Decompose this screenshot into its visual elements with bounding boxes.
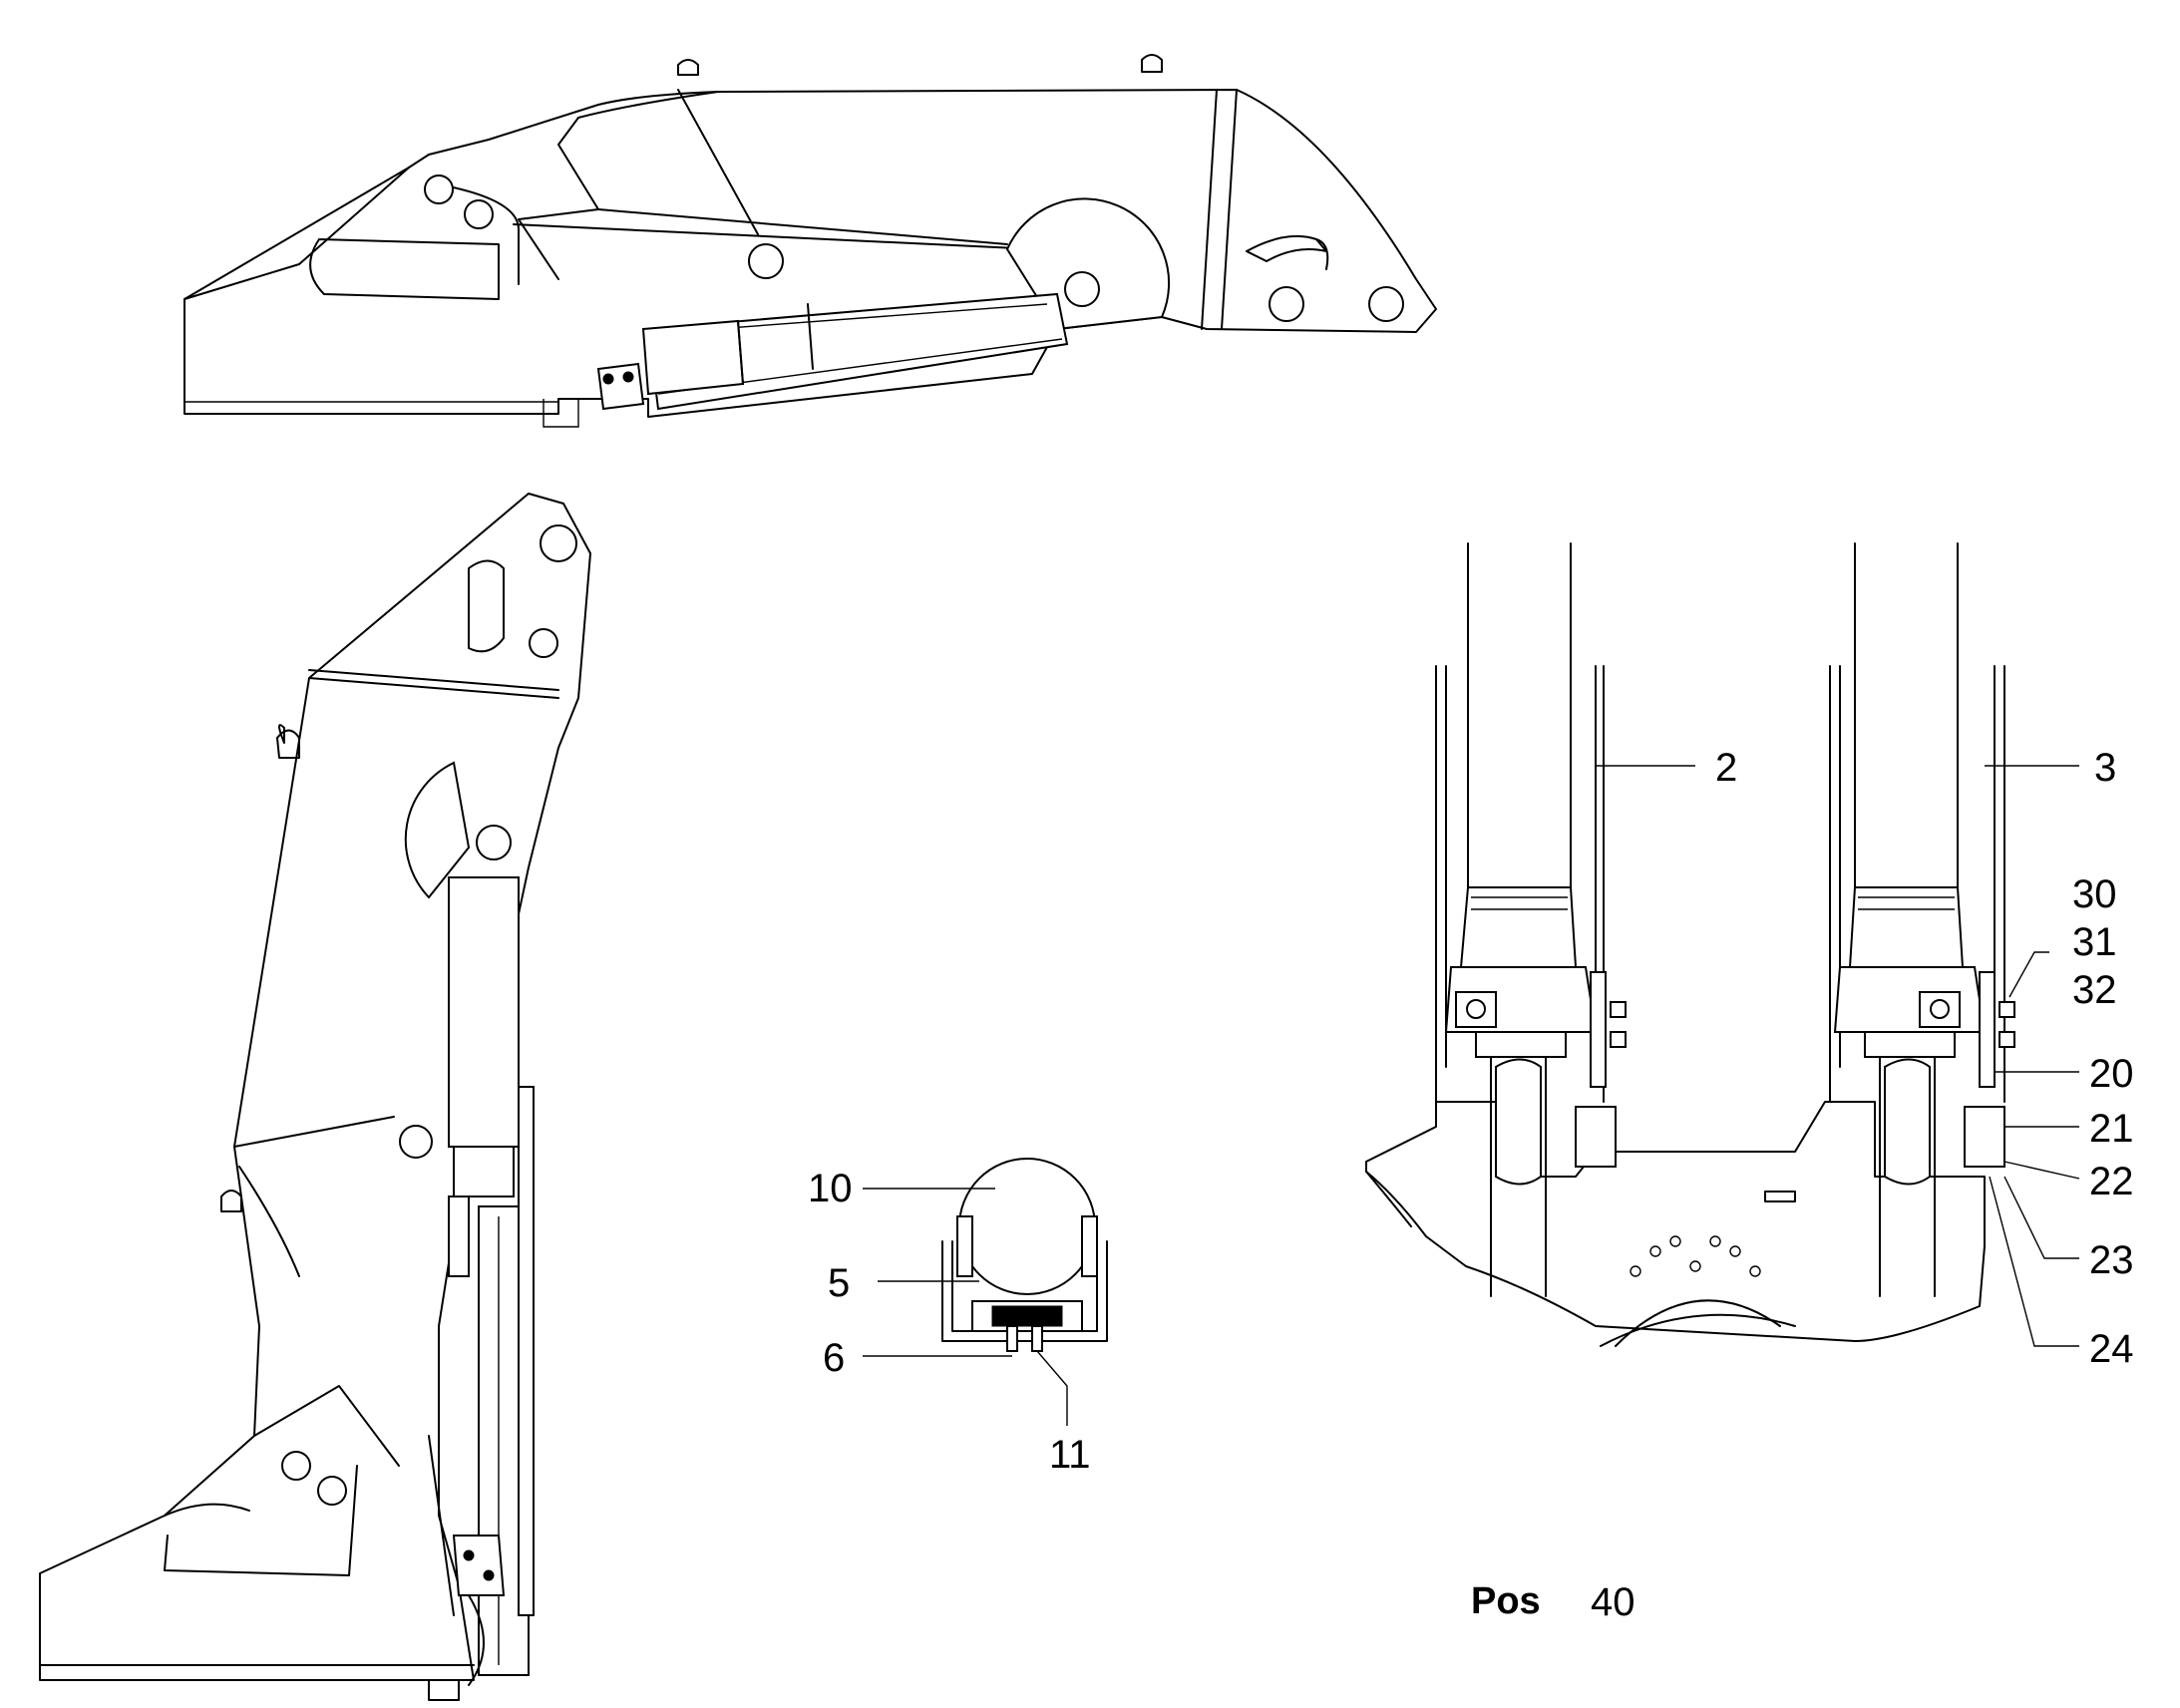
label-24: 24 bbox=[2089, 1327, 2134, 1371]
label-2: 2 bbox=[1715, 746, 1737, 790]
leader-11 bbox=[1036, 1350, 1068, 1426]
label-6: 6 bbox=[823, 1336, 845, 1380]
label-5: 5 bbox=[828, 1261, 850, 1305]
label-21: 21 bbox=[2089, 1107, 2134, 1151]
position-number: 40 bbox=[1591, 1580, 1635, 1624]
leader-22 bbox=[2003, 1161, 2080, 1180]
label-3: 3 bbox=[2094, 746, 2116, 790]
label-22: 22 bbox=[2089, 1160, 2134, 1203]
label-11: 11 bbox=[1049, 1433, 1091, 1477]
part-labels: 2 3 30 31 32 20 21 22 23 24 10 5 6 11 bbox=[808, 746, 2134, 1477]
label-23: 23 bbox=[2089, 1238, 2134, 1282]
label-32: 32 bbox=[2072, 968, 2117, 1012]
leader-24 bbox=[1989, 1176, 2079, 1347]
leader-31 bbox=[2008, 951, 2049, 998]
section-view bbox=[1365, 542, 2015, 1347]
boom-vertical-view bbox=[39, 493, 591, 1701]
position-caption: Pos 40 bbox=[1471, 1580, 1635, 1624]
clamp-detail bbox=[941, 1158, 1108, 1352]
label-20: 20 bbox=[2089, 1052, 2134, 1096]
label-10: 10 bbox=[808, 1167, 853, 1210]
position-word: Pos bbox=[1471, 1580, 1541, 1622]
boom-horizontal-view bbox=[183, 54, 1437, 428]
label-31: 31 bbox=[2072, 920, 2117, 964]
leader-lines bbox=[863, 765, 2080, 1426]
label-30: 30 bbox=[2072, 872, 2117, 916]
leader-23 bbox=[2003, 1176, 2079, 1259]
